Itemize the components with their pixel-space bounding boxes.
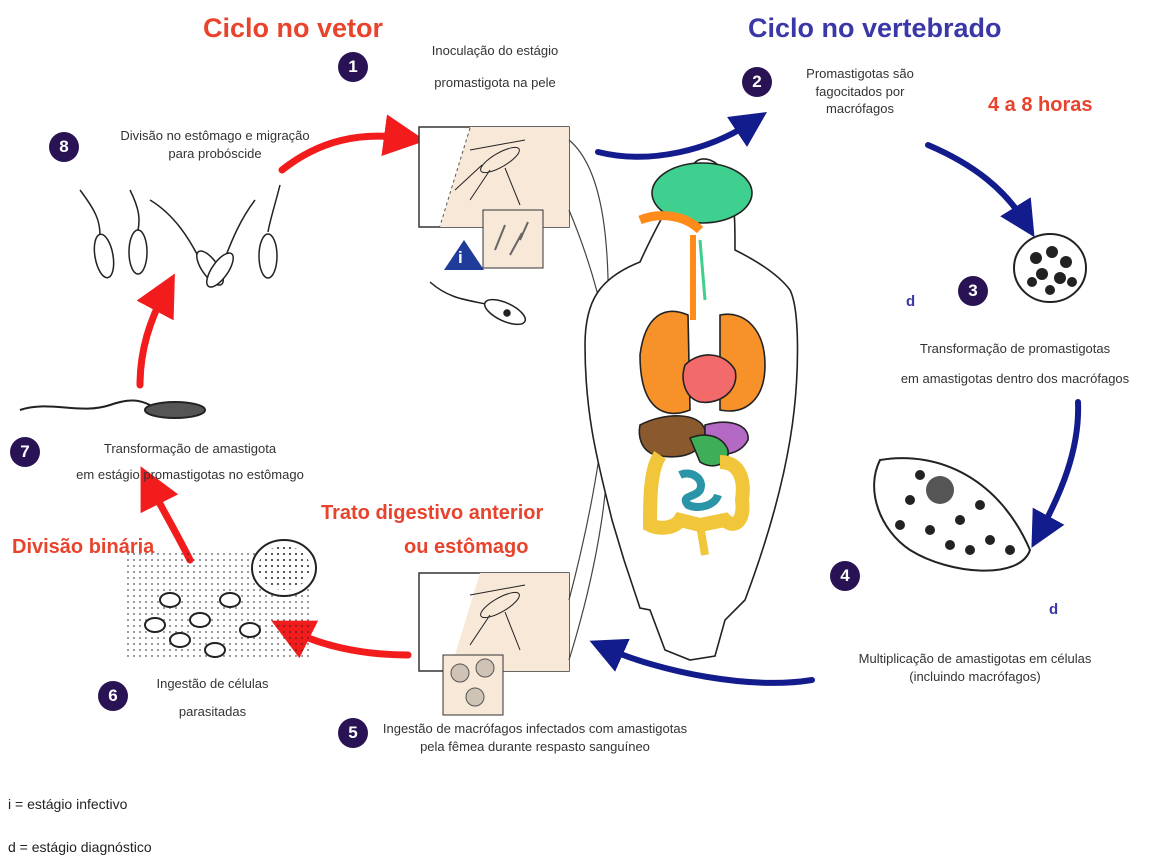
promastigote-single: [430, 282, 529, 329]
infective-marker-letter: i: [458, 247, 463, 270]
step-8-line1: Divisão no estômago e migração: [90, 127, 340, 145]
step-3-line2: em amastigotas dentro dos macrófagos: [870, 370, 1160, 388]
step-1-line2: promastigota na pele: [400, 74, 590, 92]
arrow-1-to-2: [598, 122, 752, 157]
step-6-label: Ingestão de células parasitadas: [140, 675, 285, 720]
step-8-badge: 8: [49, 132, 79, 162]
step-7-line2: em estágio promastigotas no estômago: [40, 466, 340, 484]
step-3-line1: Transformação de promastigotas: [870, 340, 1160, 358]
step-1-line1: Inoculação do estágio: [400, 42, 590, 60]
step-8-label: Divisão no estômago e migração para prob…: [90, 127, 340, 162]
step-3-label: Transformação de promastigotas em amasti…: [870, 340, 1160, 387]
step-7-line1: Transformação de amastigota: [40, 440, 340, 458]
step-7-badge: 7: [10, 437, 40, 467]
step-2-line2: fagocitados por: [780, 83, 940, 101]
step-1-badge: 1: [338, 52, 368, 82]
step-6-badge: 6: [98, 681, 128, 711]
sandfly-box-bottom: [419, 573, 569, 715]
step-2-line1: Promastigotas são: [780, 65, 940, 83]
arrow-6-to-7: [150, 485, 190, 560]
promastigote-group: [80, 185, 280, 291]
step-4-badge: 4: [830, 561, 860, 591]
digestive-tract-label-line1: Trato digestivo anterior: [321, 500, 543, 527]
vertebrate-cycle-title: Ciclo no vertebrado: [748, 10, 1002, 46]
step-4-line2: (incluindo macrófagos): [815, 668, 1135, 686]
binary-division-label: Divisão binária: [12, 534, 154, 561]
legend-infective: i = estágio infectivo: [8, 795, 127, 814]
diagnostic-marker-4: d: [1049, 600, 1058, 620]
step-4-line1: Multiplicação de amastigotas em células: [815, 650, 1135, 668]
digestive-tract-label-line2: ou estômago: [404, 534, 528, 561]
sandfly-box-top: [419, 127, 569, 268]
vector-cycle-title: Ciclo no vetor: [203, 10, 383, 46]
time-label: 4 a 8 horas: [988, 92, 1093, 119]
step-2-line3: macrófagos: [780, 100, 940, 118]
step-5-label: Ingestão de macrófagos infectados com am…: [335, 720, 735, 755]
legend-diagnostic: d = estágio diagnóstico: [8, 838, 152, 857]
step-5-line2: pela fêmea durante respasto sanguíneo: [335, 738, 735, 756]
promastigote-elongated: [20, 400, 205, 418]
infective-marker-triangle: [444, 240, 484, 270]
step-6-line2: parasitadas: [140, 703, 285, 721]
step-8-line2: para probóscide: [90, 145, 340, 163]
diagnostic-marker-3: d: [906, 292, 915, 312]
arrow-2-to-3: [928, 145, 1025, 222]
macrophage-cluster: [1014, 234, 1086, 302]
step-2-label: Promastigotas são fagocitados por macróf…: [780, 65, 940, 118]
human-body: [585, 159, 798, 660]
arrow-3-to-4: [1040, 402, 1078, 532]
step-2-badge: 2: [742, 67, 772, 97]
arrow-7-to-8: [140, 292, 165, 385]
step-4-label: Multiplicação de amastigotas em células …: [815, 650, 1135, 685]
step-6-line1: Ingestão de células: [140, 675, 285, 693]
step-5-line1: Ingestão de macrófagos infectados com am…: [335, 720, 735, 738]
step-3-badge: 3: [958, 276, 988, 306]
step-1-label: Inoculação do estágio promastigota na pe…: [400, 42, 590, 91]
step-7-label: Transformação de amastigota em estágio p…: [40, 440, 340, 483]
infected-cell: [874, 458, 1030, 571]
